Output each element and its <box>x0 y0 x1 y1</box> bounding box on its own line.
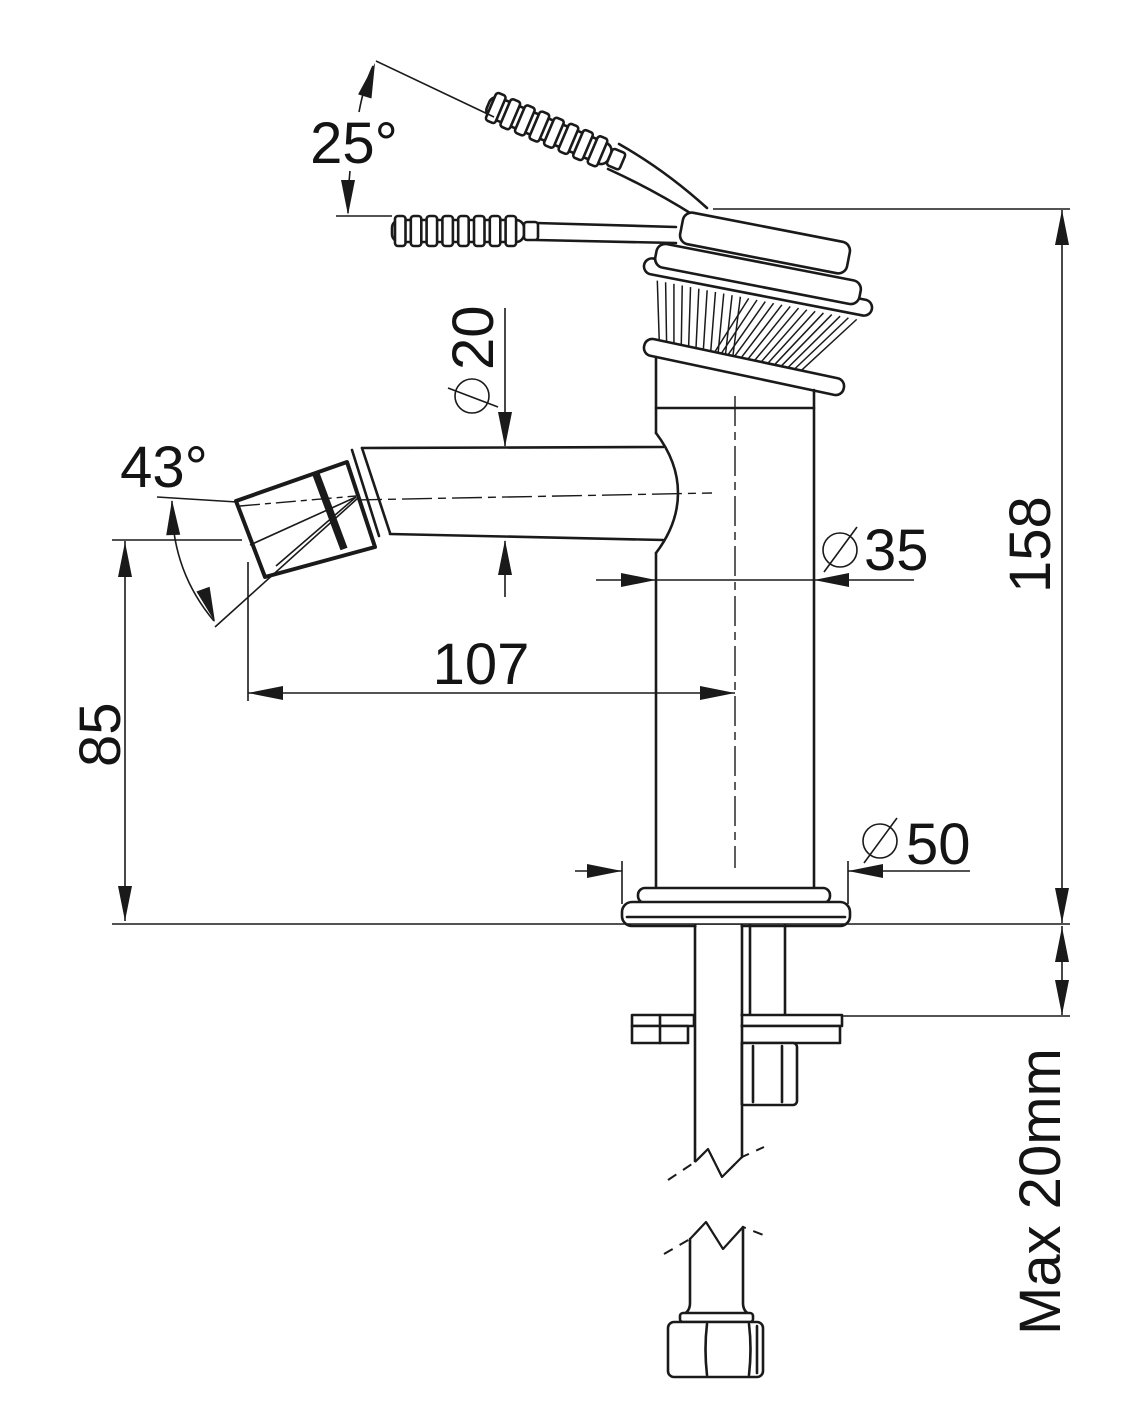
arrowhead <box>1055 210 1069 245</box>
arrowhead <box>700 686 735 700</box>
dim-text-spout-reach: 107 <box>433 632 530 697</box>
spout <box>234 445 713 579</box>
cap-collar <box>653 242 863 306</box>
horseshoe-washer <box>630 1013 844 1045</box>
dim-handle-angle: 25° <box>310 60 495 217</box>
dim-spout-angle: 43° <box>120 435 359 628</box>
knurl-ribs <box>656 280 858 376</box>
arrowhead <box>848 864 883 878</box>
dim-text-outlet-height: 85 <box>68 702 133 767</box>
lever-grip-lowered <box>390 214 540 248</box>
stud-hex-nut <box>738 1041 799 1107</box>
dim-text-total-height: 158 <box>998 496 1063 593</box>
dim-text-body-diameter: 35 <box>864 518 929 583</box>
grip-ring <box>472 214 486 248</box>
break-line-upper <box>667 1146 765 1181</box>
arrowhead <box>196 586 215 622</box>
hose-end-fitting <box>663 1220 767 1379</box>
arrowhead <box>341 180 355 215</box>
dim-outlet-height: 85 <box>68 539 242 921</box>
dim-spout-diameter: 20 <box>441 305 506 597</box>
knurl-bottom-rim <box>642 337 846 397</box>
supply-hose <box>663 923 767 1379</box>
dim-base-diameter: 50 <box>575 812 971 904</box>
nozzle-axis <box>239 495 357 507</box>
grip-ring <box>571 128 595 162</box>
arrowhead <box>498 412 512 447</box>
base-flange <box>620 886 852 928</box>
diameter-symbol <box>862 823 898 859</box>
dim-text-max-deck-thickness: Max 20mm <box>1008 1048 1073 1335</box>
grip-ring <box>393 214 407 248</box>
grip-ring <box>557 122 580 156</box>
grip-ring <box>504 214 518 248</box>
arrowhead <box>498 540 512 575</box>
grip-ring <box>542 116 565 149</box>
grip-ring <box>513 104 536 137</box>
dim-max-deck-thickness: Max 20mm <box>842 926 1073 1335</box>
arrowhead <box>118 886 132 921</box>
arrowhead <box>248 686 283 700</box>
handle-hub <box>678 211 852 275</box>
diameter-symbol <box>454 378 490 414</box>
arrowhead <box>1055 980 1069 1015</box>
grip-ring <box>409 214 423 248</box>
grip-ring <box>488 214 502 248</box>
grip-ring <box>528 110 551 143</box>
mounting-stud <box>630 923 844 1107</box>
arrowhead <box>621 573 656 587</box>
arrowhead <box>587 864 622 878</box>
dim-spout-reach: 107 <box>247 562 735 701</box>
arrowhead <box>1055 927 1069 962</box>
diameter-symbol <box>822 532 858 568</box>
arrowhead <box>814 573 849 587</box>
lever-handle-lowered <box>390 214 678 248</box>
cartridge-cap <box>642 211 874 397</box>
dim-text-spout-diameter: 20 <box>441 305 506 370</box>
nozzle-ring <box>312 472 348 551</box>
break-line-lower <box>663 1221 767 1255</box>
arrowhead <box>358 63 375 99</box>
dim-text-base-diameter: 50 <box>906 812 971 877</box>
grip-ring <box>425 214 439 248</box>
grip-ring <box>586 135 609 168</box>
hose-collar <box>678 1311 755 1324</box>
arrowhead <box>166 500 181 536</box>
grip-ring <box>499 97 522 131</box>
dimension-arrowheads <box>118 63 1069 1015</box>
dim-total-height: 158 <box>713 208 1070 923</box>
dim-text-spout-angle: 43° <box>120 435 208 500</box>
hose-hex-nut <box>666 1320 765 1379</box>
grip-ring <box>456 214 470 248</box>
faucet-body <box>654 355 816 890</box>
flow-cone-line <box>275 496 357 567</box>
grip-ring <box>441 214 455 248</box>
arrowhead <box>118 542 132 577</box>
arrowhead <box>1055 888 1069 923</box>
dim-text-handle-angle: 25° <box>310 111 398 176</box>
flow-cone-line <box>249 496 357 546</box>
